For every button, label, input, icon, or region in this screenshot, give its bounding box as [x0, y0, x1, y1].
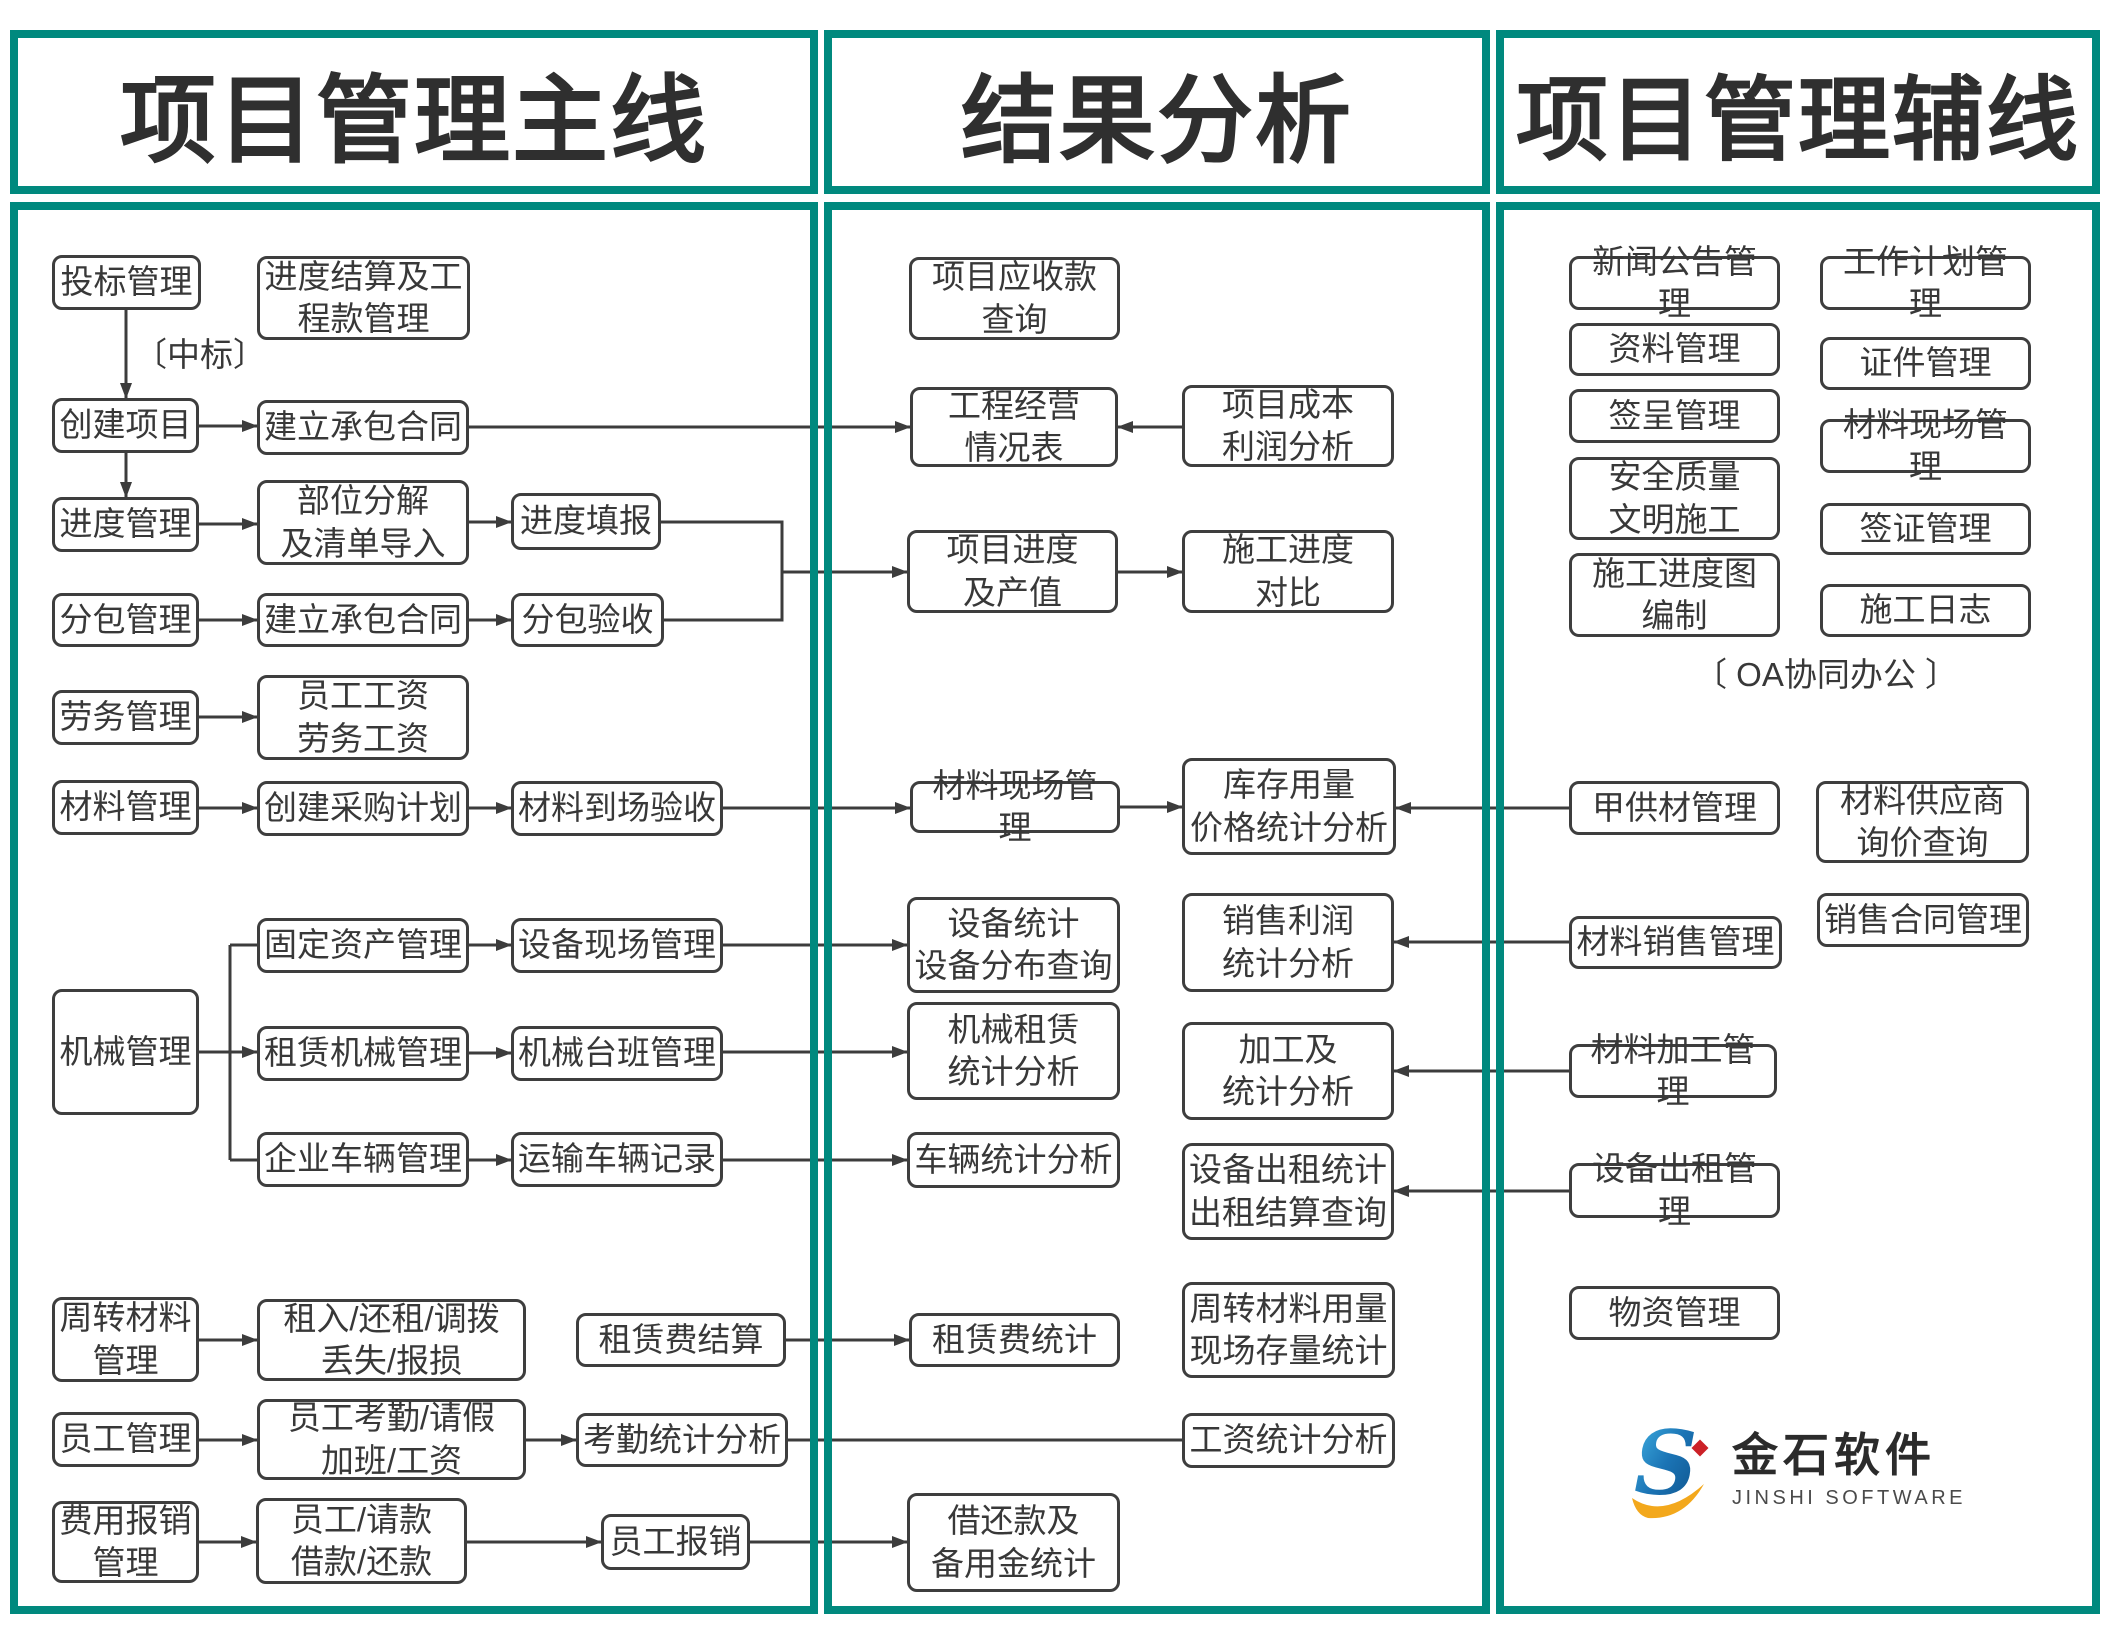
flow-node-news-mgmt: 新闻公告管理	[1569, 243, 1780, 322]
flow-node-breakdown-import: 部位分解 及清单导入	[257, 480, 469, 565]
aux-column-title: 项目管理辅线	[1515, 65, 2080, 174]
flow-node-sales-contract: 销售合同管理	[1817, 893, 2029, 947]
flow-node-machinery-mgmt: 机械管理	[52, 989, 199, 1115]
flow-node-cost-profit: 项目成本 利润分析	[1182, 385, 1394, 467]
flow-node-sign-approval: 签呈管理	[1569, 389, 1780, 443]
jinshi-logo-mark-icon: S	[1632, 1418, 1709, 1519]
flow-node-subcontract-accept: 分包验收	[511, 593, 664, 647]
flow-node-attendance: 员工考勤/请假 加班/工资	[257, 1399, 526, 1480]
main-column-title: 项目管理主线	[120, 63, 708, 177]
flow-node-sales-profit-stats: 销售利润 统计分析	[1182, 893, 1394, 992]
flow-node-fixed-assets: 固定资产管理	[257, 918, 469, 973]
flow-node-create-project: 创建项目	[52, 398, 199, 453]
flow-node-material-mgmt: 材料管理	[52, 780, 199, 835]
flow-node-supplier-inquiry: 材料供应商 询价查询	[1816, 781, 2029, 863]
flow-node-owner-supplied: 甲供材管理	[1569, 781, 1780, 835]
flow-node-subcontract-mgmt: 分包管理	[52, 593, 199, 647]
flow-node-equip-stats: 设备统计 设备分布查询	[907, 897, 1120, 993]
flow-node-certificate-mgmt: 证件管理	[1820, 337, 2031, 390]
flow-node-turnover-material: 周转材料 管理	[52, 1297, 199, 1382]
flow-node-material-sales: 材料销售管理	[1569, 916, 1782, 969]
flow-node-equip-rental-mgmt: 设备出租管理	[1569, 1150, 1780, 1230]
flow-node-vehicle-stats: 车辆统计分析	[907, 1132, 1120, 1188]
flow-node-material-site-result: 材料现场管理	[910, 767, 1120, 846]
result-column-title: 结果分析	[961, 63, 1353, 177]
flow-node-receivables-query: 项目应收款 查询	[909, 257, 1120, 340]
flow-node-contract-main: 建立承包合同	[257, 400, 469, 455]
flow-node-purchase-plan: 创建采购计划	[257, 781, 469, 836]
flow-node-construction-compare: 施工进度 对比	[1182, 530, 1394, 613]
flow-node-safety-quality: 安全质量 文明施工	[1569, 457, 1780, 540]
jinshi-logo-text: 金石软件 JINSHI SOFTWARE	[1732, 1430, 1966, 1510]
jinshi-brand-sub: JINSHI SOFTWARE	[1732, 1486, 1966, 1509]
flow-node-inventory-stats: 库存用量 价格统计分析	[1182, 758, 1396, 855]
flow-node-document-mgmt: 资料管理	[1569, 323, 1780, 376]
flow-node-expense-mgmt: 费用报销 管理	[52, 1501, 199, 1583]
flow-node-rental-machinery: 租赁机械管理	[257, 1026, 469, 1081]
flow-node-material-site-aux: 材料现场管理	[1820, 406, 2031, 485]
flow-node-visa-mgmt: 签证管理	[1820, 503, 2031, 555]
result-column-header: 结果分析	[824, 30, 1490, 194]
main-column-header: 项目管理主线	[10, 30, 818, 194]
flow-node-schedule-drawing: 施工进度图 编制	[1569, 553, 1780, 637]
jinshi-logo: S 金石软件 JINSHI SOFTWARE	[1628, 1418, 1966, 1522]
flow-node-machine-shift: 机械台班管理	[511, 1026, 723, 1081]
flow-node-attendance-stats: 考勤统计分析	[576, 1413, 788, 1467]
flow-node-labor-mgmt: 劳务管理	[52, 690, 199, 745]
flow-node-employee-mgmt: 员工管理	[52, 1412, 199, 1467]
flow-node-company-vehicles: 企业车辆管理	[257, 1132, 469, 1187]
flow-node-employee-reimburse: 员工报销	[601, 1514, 750, 1570]
win-bid-label: 〔中标〕	[134, 336, 266, 373]
aux-column-header: 项目管理辅线	[1496, 30, 2100, 194]
flow-node-contract-sub: 建立承包合同	[257, 593, 469, 647]
flow-node-material-arrival: 材料到场验收	[511, 781, 723, 836]
flow-node-rental-fee-settle: 租赁费结算	[576, 1313, 786, 1367]
aux-column-frame	[1496, 202, 2100, 1614]
flow-node-progress-mgmt: 进度管理	[52, 497, 199, 552]
flow-node-goods-mgmt: 物资管理	[1569, 1286, 1780, 1340]
flow-node-transport-records: 运输车辆记录	[511, 1132, 723, 1187]
flow-node-salary-stats: 工资统计分析	[1182, 1413, 1395, 1468]
flow-node-equip-rent-stats: 设备出租统计 出租结算查询	[1182, 1143, 1394, 1240]
oa-collaboration-label: 〔 OA协同办公 〕	[1694, 656, 1959, 693]
flow-node-rent-return: 租入/还租/调拨 丢失/报损	[257, 1299, 526, 1381]
flow-node-equip-site-mgmt: 设备现场管理	[511, 918, 723, 973]
flow-node-request-loan: 员工/请款 借款/还款	[256, 1498, 467, 1584]
main-column-frame	[10, 202, 818, 1614]
flow-node-worker-wages: 员工工资 劳务工资	[257, 675, 469, 760]
flow-node-progress-settlement: 进度结算及工 程款管理	[257, 256, 470, 340]
result-column-frame	[824, 202, 1490, 1614]
flow-node-progress-fill: 进度填报	[511, 493, 661, 550]
flow-node-construction-log: 施工日志	[1820, 584, 2031, 637]
jinshi-brand-name: 金石软件	[1732, 1429, 1936, 1482]
flow-node-progress-output: 项目进度 及产值	[907, 530, 1118, 613]
flow-node-rental-fee-stats: 租赁费统计	[909, 1313, 1120, 1367]
flow-node-work-plan: 工作计划管理	[1820, 243, 2031, 322]
flow-node-loan-fund-stats: 借还款及 备用金统计	[907, 1493, 1120, 1592]
flow-node-business-status: 工程经营 情况表	[910, 387, 1118, 467]
flow-node-bid-mgmt: 投标管理	[52, 255, 201, 310]
flow-node-turnover-usage-stats: 周转材料用量 现场存量统计	[1182, 1282, 1395, 1378]
flow-node-material-processing: 材料加工管理	[1569, 1031, 1777, 1110]
flow-node-processing-stats: 加工及 统计分析	[1182, 1022, 1394, 1120]
flow-node-machine-rental-stats: 机械租赁 统计分析	[907, 1002, 1120, 1100]
